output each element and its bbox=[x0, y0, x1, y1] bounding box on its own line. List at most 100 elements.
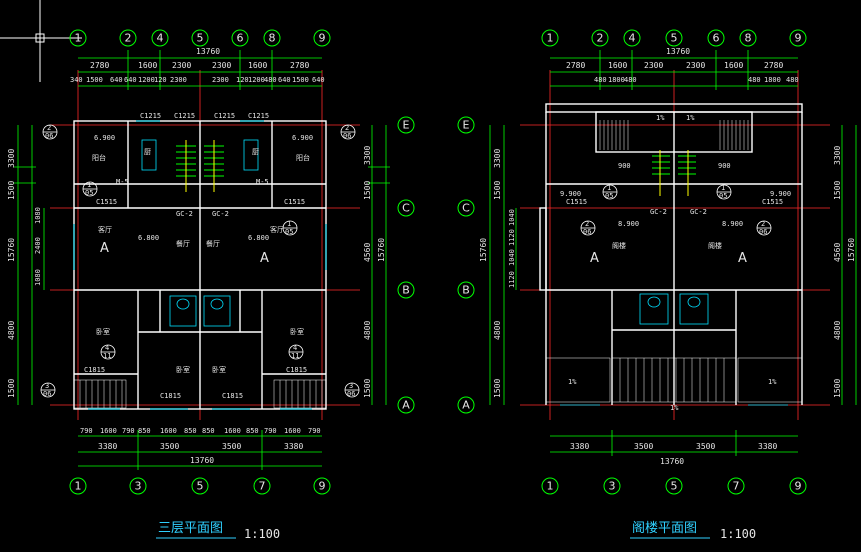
plan2-dim-sub-3: 480 bbox=[624, 76, 637, 84]
plan1-ldim-3: 15760 bbox=[7, 238, 16, 262]
plan1-bdim2-2: 3500 bbox=[160, 442, 179, 451]
plan1-elev-1: 6.900 bbox=[94, 134, 115, 142]
plan1-sheet-6: 11 bbox=[291, 352, 299, 360]
plan1-ldim-4: 4800 bbox=[7, 321, 16, 340]
plan2-room-2: 阁楼 bbox=[708, 241, 722, 250]
plan2-dim-sub-1: 480 bbox=[594, 76, 607, 84]
plan1-bubble-5: 4 bbox=[105, 344, 109, 352]
plan2-slope-5: 1% bbox=[768, 378, 777, 386]
plan2-axis-lines bbox=[520, 70, 830, 420]
plan1-dim-top-3: 2300 bbox=[172, 61, 191, 70]
plan2-dim-top-1: 2780 bbox=[566, 61, 585, 70]
plan2-bubble-3: 2 bbox=[585, 220, 589, 228]
plan1-room-10: 卧室 bbox=[290, 327, 304, 336]
plan2-axis-top-6: 8 bbox=[745, 32, 752, 45]
plan1-tag-5: C1815 bbox=[222, 392, 243, 400]
plan1-sheet-2: 06 bbox=[343, 132, 351, 140]
plan2-detail-bubbles bbox=[580, 184, 772, 236]
plan2-axis-top-2: 2 bbox=[597, 32, 604, 45]
plan1-bdim-3: 790 bbox=[122, 427, 135, 435]
plan1-door-3: GC-2 bbox=[176, 210, 193, 218]
plan2-scale: 1:100 bbox=[720, 527, 756, 541]
plan1-bdim-4: 850 bbox=[138, 427, 151, 435]
plan2-dimension-lines bbox=[489, 50, 857, 456]
plan1-bubble-1: 2 bbox=[47, 124, 51, 132]
plan2-tag-2: C1515 bbox=[762, 198, 783, 206]
plan2-total-width-top: 13760 bbox=[666, 47, 690, 56]
plan1-bdim-9: 850 bbox=[246, 427, 259, 435]
plan2-axis-top-4: 5 bbox=[671, 32, 678, 45]
plan1-ldim-inner-2: 2400 bbox=[34, 237, 42, 254]
plan2-bdim-4: 3380 bbox=[758, 442, 777, 451]
plan1-bdim2-4: 3380 bbox=[284, 442, 303, 451]
plan2-elev-4: 8.900 bbox=[722, 220, 743, 228]
plan1-tag-9: C1215 bbox=[140, 112, 161, 120]
plan2-rdim-1: 3300 bbox=[833, 146, 842, 165]
plan1-bubble-7: 3 bbox=[45, 382, 49, 390]
plan2-bdim-1: 3380 bbox=[570, 442, 589, 451]
plan1-dim-top-1: 2780 bbox=[90, 61, 109, 70]
plan2-axis-left-1: E bbox=[463, 119, 470, 132]
plan1-axis-top-1: 1 bbox=[75, 32, 82, 45]
plan1-bubble-3: 1 bbox=[87, 181, 91, 189]
plan1-fixtures bbox=[141, 139, 259, 327]
plan2-unit-mark-2: A bbox=[738, 251, 747, 266]
third-floor-plan: 13760 2780 1600 2300 2300 1600 2780 340 … bbox=[7, 29, 415, 541]
plan1-tag-3: C1815 bbox=[84, 366, 105, 374]
plan1-room-11: 卧室 bbox=[176, 365, 190, 374]
plan2-bubble-4: 2 bbox=[761, 220, 765, 228]
ucs-crosshair bbox=[0, 0, 82, 82]
plan2-sheet-3: 06 bbox=[583, 228, 591, 236]
plan1-door-2: M-5 bbox=[256, 178, 269, 186]
plan2-sheet-4: 06 bbox=[759, 228, 767, 236]
plan2-bdim-2: 3500 bbox=[634, 442, 653, 451]
plan2-dim-top-6: 2780 bbox=[764, 61, 783, 70]
plan2-sheet-1: 05 bbox=[605, 192, 613, 200]
plan2-axis-top-3: 4 bbox=[629, 32, 636, 45]
plan1-axis-bottom-4: 7 bbox=[259, 480, 266, 493]
plan1-rdim-5: 4800 bbox=[363, 321, 372, 340]
plan1-bdim-5: 1600 bbox=[160, 427, 177, 435]
plan2-elev-5: 900 bbox=[618, 162, 631, 170]
plan1-axis-top-7: 9 bbox=[319, 32, 326, 45]
plan1-dim-sub-3: 640 bbox=[110, 76, 123, 84]
plan2-ldim-3: 15760 bbox=[479, 238, 488, 262]
plan2-room-1: 阁楼 bbox=[612, 241, 626, 250]
plan1-sheet-8: 06 bbox=[347, 390, 355, 398]
plan1-unit-mark-2: A bbox=[260, 251, 269, 266]
plan2-title: 阁楼平面图 bbox=[632, 521, 697, 536]
plan1-rdim-6: 1500 bbox=[363, 379, 372, 398]
plan1-room-9: 卧室 bbox=[96, 327, 110, 336]
plan1-windows bbox=[73, 120, 327, 410]
plan1-bubble-8: 3 bbox=[349, 382, 353, 390]
plan2-axis-bottom-3: 5 bbox=[671, 480, 678, 493]
plan1-bdim2-1: 3380 bbox=[98, 442, 117, 451]
plan1-room-12: 卧室 bbox=[212, 365, 226, 374]
plan1-bubble-2: 2 bbox=[345, 124, 349, 132]
plan2-axis-left-2: C bbox=[462, 202, 470, 215]
plan1-tag-6: C1815 bbox=[286, 366, 307, 374]
plan2-stair-arrows bbox=[659, 150, 689, 196]
plan2-slope-4: 1% bbox=[670, 404, 679, 412]
plan2-door-2: GC-2 bbox=[690, 208, 707, 216]
plan1-axis-right-3: B bbox=[402, 284, 410, 297]
plan2-total-width-bottom: 13760 bbox=[660, 457, 684, 466]
plan2-elev-1: 9.900 bbox=[560, 190, 581, 198]
plan2-slope-1: 1% bbox=[656, 114, 665, 122]
plan1-ldim-5: 1500 bbox=[7, 379, 16, 398]
plan1-tag-4: C1815 bbox=[160, 392, 181, 400]
plan1-axis-bottom-5: 9 bbox=[319, 480, 326, 493]
plan1-room-6: 客厅 bbox=[270, 225, 284, 234]
plan1-bdim-7: 850 bbox=[202, 427, 215, 435]
plan1-sheet-4: 05 bbox=[285, 228, 293, 236]
plan1-room-7: 餐厅 bbox=[176, 239, 190, 248]
plan1-dim-sub-10: 1200 bbox=[248, 76, 265, 84]
plan2-ldim-4: 4800 bbox=[493, 321, 502, 340]
plan2-ldim-inner-2: 1120 bbox=[508, 229, 516, 246]
plan1-ldim-inner-1: 1080 bbox=[34, 207, 42, 224]
plan1-room-1: 阳台 bbox=[92, 153, 106, 162]
plan1-room-5: 客厅 bbox=[98, 225, 112, 234]
plan1-dim-sub-5: 1200 bbox=[138, 76, 155, 84]
plan2-bubble-2: 1 bbox=[721, 184, 725, 192]
